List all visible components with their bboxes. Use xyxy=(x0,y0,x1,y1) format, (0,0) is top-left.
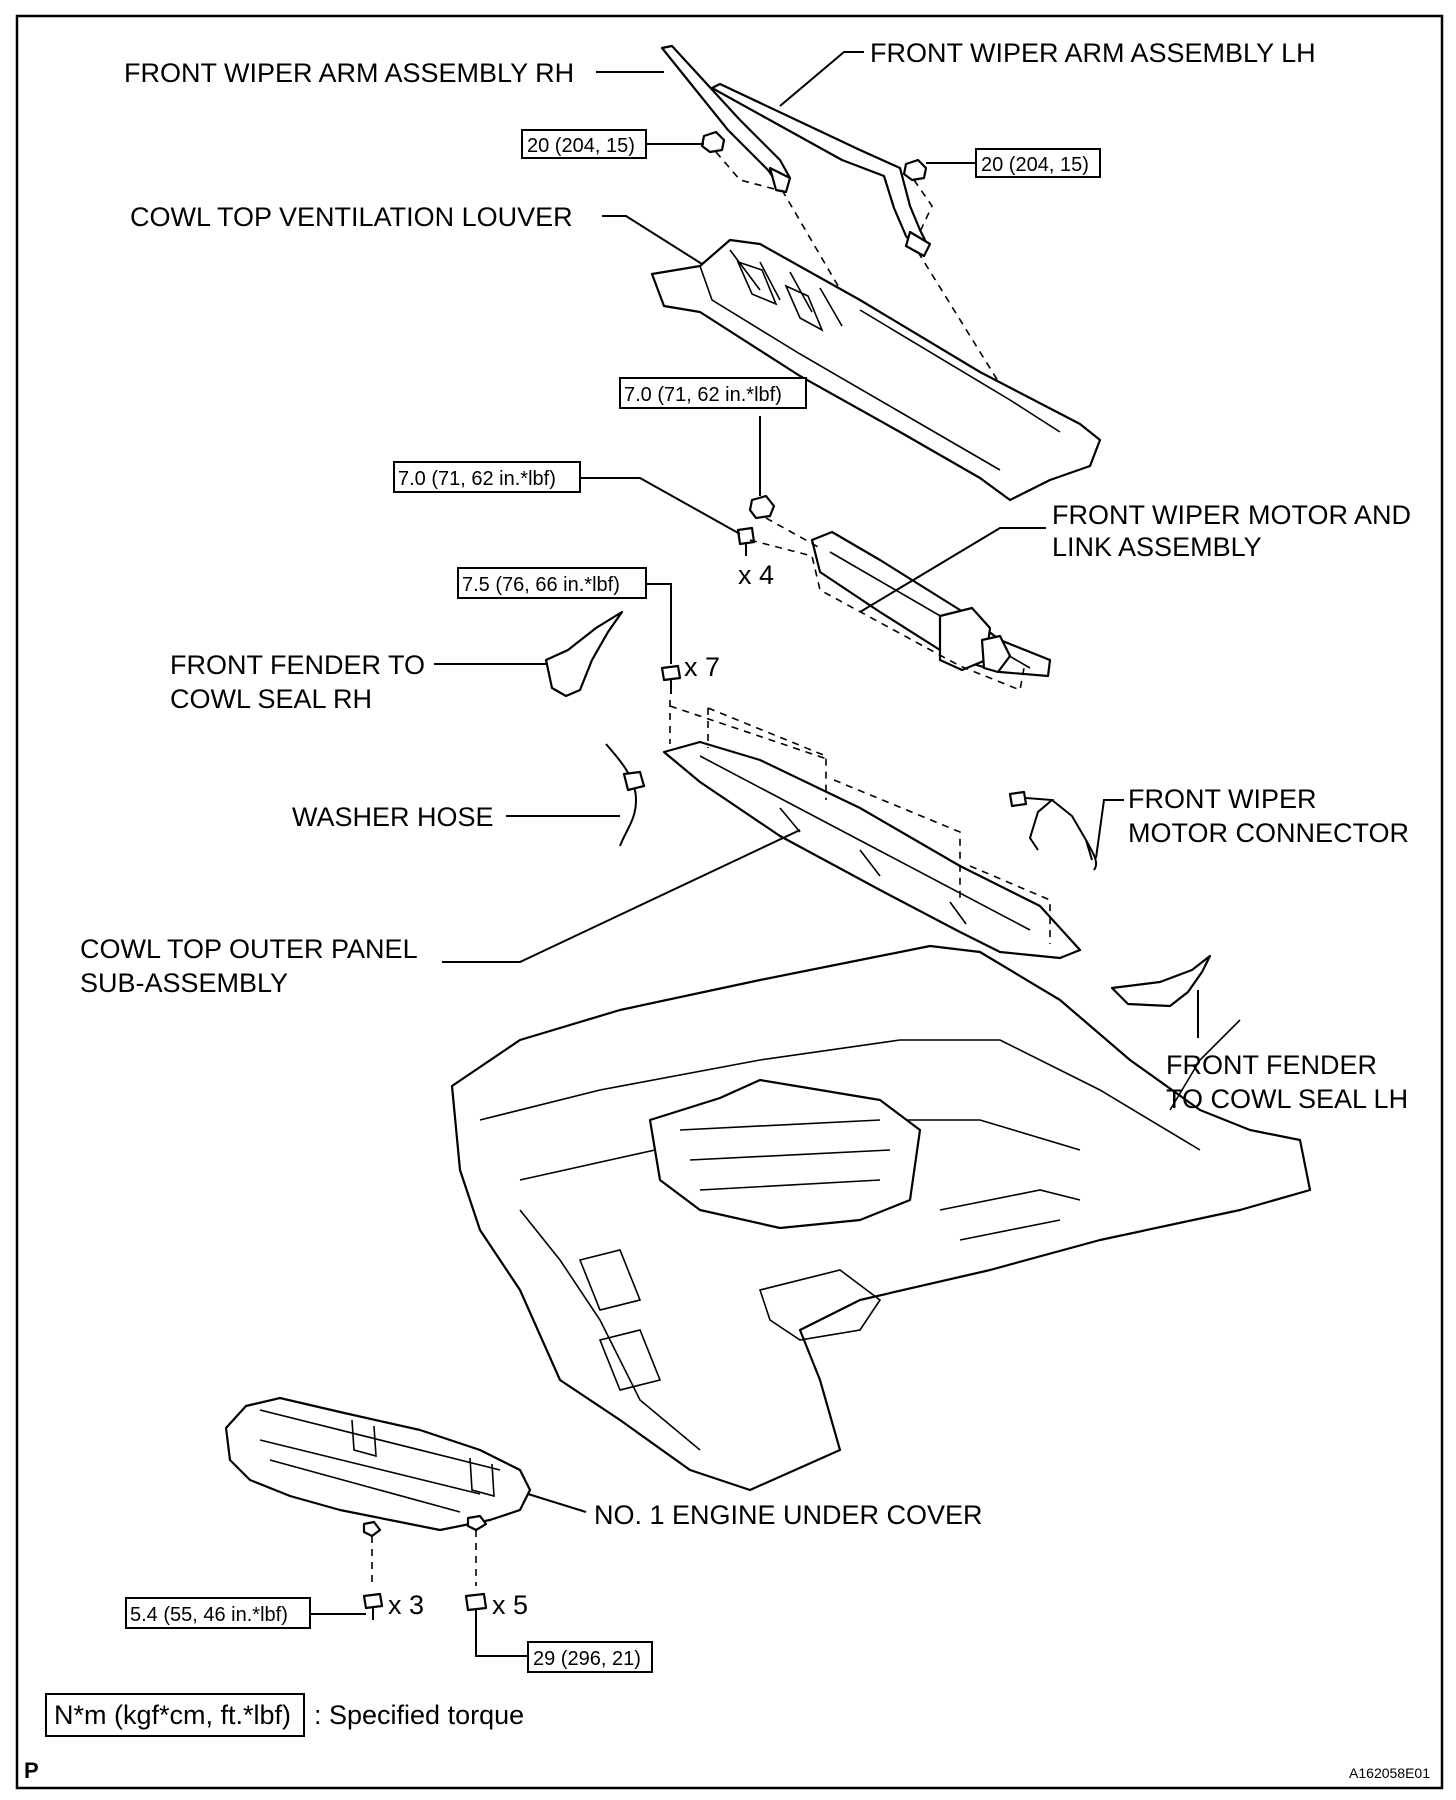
label-fender-seal-rh-line1: FRONT FENDER TO xyxy=(170,650,425,680)
label-wiper-motor-line1: FRONT WIPER MOTOR AND xyxy=(1052,500,1411,530)
leader-cowl-outer-panel xyxy=(442,829,801,963)
qty-motor-bolts: x 4 xyxy=(738,560,774,590)
arm-lh-nut-dashline xyxy=(913,179,933,237)
section-letter: P xyxy=(24,1758,39,1783)
cowl-bolt-dashline xyxy=(669,705,831,761)
label-fender-seal-lh-line1: FRONT FENDER xyxy=(1166,1050,1377,1080)
motor-connector-drawing xyxy=(1008,790,1098,871)
svg-text:20 (204, 15): 20 (204, 15) xyxy=(527,135,635,157)
label-cowl-outer-line1: COWL TOP OUTER PANEL xyxy=(80,934,418,964)
qty-cowl-bolts: x 7 xyxy=(684,652,720,682)
wiper-arm-lh-drawing xyxy=(710,82,932,258)
label-washer-hose: WASHER HOSE xyxy=(292,802,494,832)
leader-wiper-arm-lh xyxy=(779,51,864,107)
under-cover-bolt-dashlines xyxy=(371,1530,477,1586)
fender-seal-rh-drawing xyxy=(544,610,624,698)
label-fender-seal-lh-line2: TO COWL SEAL LH xyxy=(1166,1084,1408,1114)
vehicle-engine-bay-drawing xyxy=(450,944,1312,1492)
label-fender-seal-rh-line2: COWL SEAL RH xyxy=(170,684,372,714)
torque-box-cowl-bolt: 7.5 (76, 66 in.*lbf) xyxy=(457,567,647,599)
svg-text:5.4 (55, 46 in.*lbf): 5.4 (55, 46 in.*lbf) xyxy=(130,1604,288,1626)
torque-box-motor-nut: 7.0 (71, 62 in.*lbf) xyxy=(619,377,807,409)
motor-bolt-dashline xyxy=(749,539,1025,692)
torque-legend: N*m (kgf*cm, ft.*lbf) : Specified torque xyxy=(45,1693,524,1737)
cowl-louver-drawing xyxy=(650,238,1102,502)
arm-lh-nut-drawing xyxy=(902,158,928,182)
arm-rh-nut-drawing xyxy=(700,130,726,154)
legend-unit-box: N*m (kgf*cm, ft.*lbf) xyxy=(54,1700,291,1730)
label-motor-connector-line1: FRONT WIPER xyxy=(1128,784,1317,814)
svg-text:29 (296, 21): 29 (296, 21) xyxy=(533,1648,641,1670)
label-wiper-motor-line2: LINK ASSEMBLY xyxy=(1052,532,1262,562)
torque-box-cover-bolt-a: 5.4 (55, 46 in.*lbf) xyxy=(125,1597,311,1629)
leader-cover-bolt-b xyxy=(475,1624,528,1657)
torque-box-motor-bolt: 7.0 (71, 62 in.*lbf) xyxy=(393,461,581,493)
cover-bolt-a-drawing xyxy=(362,1592,384,1620)
legend-description: : Specified torque xyxy=(314,1700,524,1730)
label-cowl-outer-line2: SUB-ASSEMBLY xyxy=(80,968,288,998)
engine-under-cover-drawing xyxy=(224,1396,532,1538)
leader-motor-bolt xyxy=(580,477,741,535)
leader-cowl-louver xyxy=(602,215,703,265)
svg-text:7.0 (71, 62 in.*lbf): 7.0 (71, 62 in.*lbf) xyxy=(398,468,556,490)
motor-bolt-drawing xyxy=(736,526,756,556)
label-wiper-arm-lh: FRONT WIPER ARM ASSEMBLY LH xyxy=(870,38,1316,68)
leader-wiper-motor xyxy=(859,527,1046,613)
leader-under-cover xyxy=(527,1493,587,1513)
torque-box-arm-rh: 20 (204, 15) xyxy=(521,129,647,159)
arm-rh-nut-dashline xyxy=(715,151,787,193)
washer-hose-drawing xyxy=(605,743,646,847)
wiper-motor-link-drawing xyxy=(810,530,1052,678)
torque-box-cover-bolt-b: 29 (296, 21) xyxy=(527,1641,653,1673)
qty-cover-bolts-a: x 3 xyxy=(388,1590,424,1620)
svg-text:7.5 (76, 66 in.*lbf): 7.5 (76, 66 in.*lbf) xyxy=(462,574,620,596)
arm-lh-mount-dashline xyxy=(917,251,1017,411)
leader-cowl-bolt xyxy=(646,583,672,664)
page-frame xyxy=(15,14,1444,1790)
torque-box-arm-lh: 20 (204, 15) xyxy=(975,148,1101,178)
label-motor-connector-line2: MOTOR CONNECTOR xyxy=(1128,818,1409,848)
cowl-outer-panel-dashline xyxy=(669,700,1051,944)
svg-text:7.0 (71, 62 in.*lbf): 7.0 (71, 62 in.*lbf) xyxy=(624,384,782,406)
figure-id: A162058E01 xyxy=(1349,1765,1430,1781)
label-cowl-louver: COWL TOP VENTILATION LOUVER xyxy=(130,202,573,232)
label-under-cover: NO. 1 ENGINE UNDER COVER xyxy=(594,1500,983,1530)
label-wiper-arm-rh: FRONT WIPER ARM ASSEMBLY RH xyxy=(124,58,574,88)
leader-motor-connector xyxy=(1095,799,1124,859)
cowl-bolt-drawing xyxy=(660,664,682,694)
cover-bolt-b-drawing xyxy=(464,1592,488,1624)
motor-nut-drawing xyxy=(748,494,776,520)
motor-nut-dashline xyxy=(765,517,821,549)
cowl-outer-panel-drawing xyxy=(662,740,1082,960)
qty-cover-bolts-b: x 5 xyxy=(492,1590,528,1620)
svg-text:20 (204, 15): 20 (204, 15) xyxy=(981,154,1089,176)
fender-seal-lh-drawing xyxy=(1110,954,1212,1008)
